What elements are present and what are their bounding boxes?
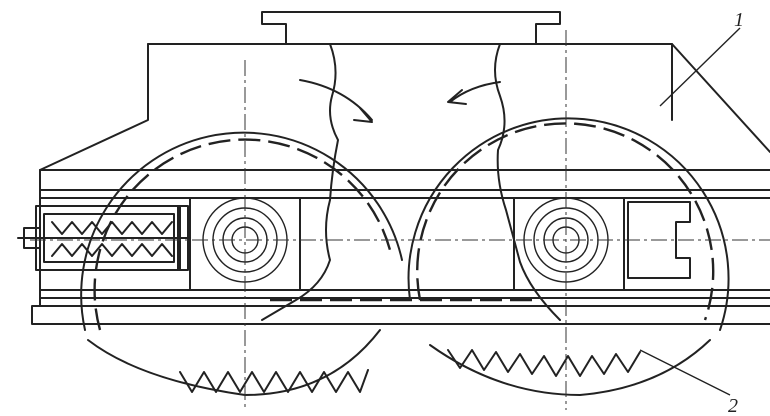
callout-label-2: 2 [728, 395, 738, 416]
spring-assembly [17, 205, 191, 271]
center-lines [30, 30, 770, 410]
cutaway-edges [261, 43, 561, 321]
machine-frame [31, 11, 770, 325]
callout-2: 2 [639, 349, 738, 416]
right-rotor [407, 81, 730, 396]
callout-1: 1 [659, 9, 744, 107]
callout-label-1: 1 [734, 9, 744, 31]
